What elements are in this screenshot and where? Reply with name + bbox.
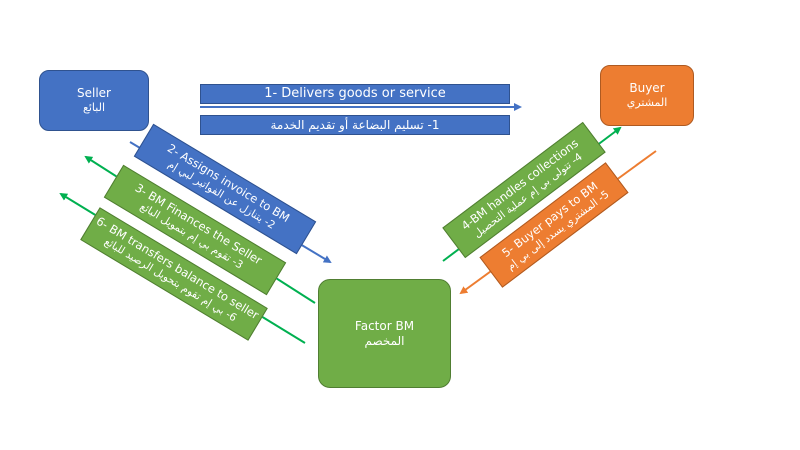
step1-label: 1- Delivers goods or service xyxy=(200,84,510,104)
seller-label: Seller xyxy=(77,86,111,101)
buyer-node: Buyer المشتري xyxy=(600,65,694,126)
buyer-label: Buyer xyxy=(629,81,665,96)
step1-label-arabic: 1- تسليم البضاعة أو تقديم الخدمة xyxy=(200,115,510,135)
factor-node: Factor BM المخصم xyxy=(318,279,451,388)
seller-label-arabic: البائع xyxy=(83,101,105,115)
buyer-label-arabic: المشتري xyxy=(626,96,668,110)
factor-label-arabic: المخصم xyxy=(364,333,405,348)
factor-label: Factor BM xyxy=(354,318,415,333)
seller-node: Seller البائع xyxy=(39,70,149,131)
